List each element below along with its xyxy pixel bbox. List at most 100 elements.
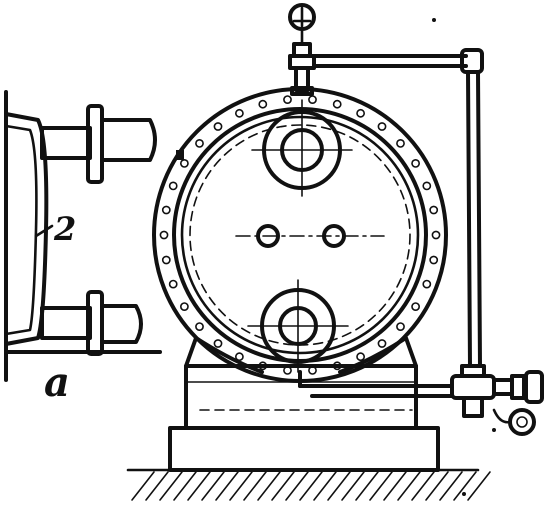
- water-gauge-piping: [298, 48, 544, 436]
- hatch-line: [257, 471, 281, 501]
- bolt-hole: [159, 230, 169, 240]
- foundation-block: [168, 426, 440, 472]
- hatch-line: [131, 471, 155, 501]
- bolt-hole: [377, 122, 387, 131]
- bolt-hole: [431, 230, 441, 240]
- drain-valve-icon: [508, 408, 536, 436]
- hatch-line: [383, 471, 407, 501]
- vessel-inner-contour: [4, 124, 38, 336]
- hatch-line: [453, 471, 477, 501]
- bolt-hole: [411, 302, 420, 311]
- dot-mark: [462, 492, 466, 496]
- hatch-line: [327, 471, 351, 501]
- cross-fitting: [450, 374, 496, 400]
- hatch-line: [187, 471, 211, 501]
- bolt-hole: [258, 99, 268, 109]
- lower-pipe-break: [100, 304, 143, 344]
- drum: [152, 87, 448, 383]
- hatch-line: [159, 471, 183, 501]
- bolt-hole: [168, 279, 178, 289]
- bolt-pitch-dashed-circle: [189, 124, 411, 346]
- upper-flange: [86, 104, 104, 184]
- bolt-hole: [283, 95, 292, 104]
- bolt-hole: [332, 99, 342, 109]
- bottom-manhole: [247, 279, 349, 373]
- hatch-line: [285, 471, 309, 501]
- drain-bend: [492, 408, 512, 424]
- bolt-hole: [396, 138, 405, 148]
- drum-shell-circle: [172, 107, 428, 363]
- bolt-hole: [396, 322, 405, 331]
- elbow-fitting: [460, 48, 484, 74]
- bolt-hole: [161, 205, 171, 215]
- bolt-hole: [356, 352, 365, 362]
- left-small-hole: [256, 224, 280, 248]
- drain-valve-center: [516, 416, 528, 428]
- lower-nozzle: [40, 290, 143, 356]
- cock-plug: [510, 374, 526, 400]
- hatch-line: [369, 471, 393, 501]
- part-leader-line: [34, 224, 54, 238]
- bolt-hole: [356, 108, 365, 118]
- bolt-hole: [234, 352, 244, 362]
- bolt-hole: [411, 158, 420, 168]
- top-valve: [288, 3, 316, 96]
- hatch-line: [215, 471, 239, 501]
- figure-letter-label: a: [44, 359, 70, 406]
- flange-bolts: [159, 95, 441, 375]
- bolt-hole: [258, 361, 268, 371]
- upper-pipe-break: [100, 118, 157, 162]
- bolt-hole: [283, 365, 292, 375]
- bolt-hole: [332, 361, 342, 371]
- flange-mark: [176, 150, 184, 160]
- hatch-line: [397, 471, 421, 501]
- bolt-hole: [234, 108, 244, 118]
- hatch-line: [341, 471, 365, 501]
- bolt-hole: [429, 205, 439, 215]
- hatch-line: [243, 471, 267, 501]
- hatch-line: [467, 471, 491, 501]
- bolt-hole: [195, 322, 204, 331]
- bolt-hole: [179, 302, 189, 311]
- dot-mark: [492, 428, 496, 432]
- cock-body: [492, 378, 514, 396]
- hatch-line: [229, 471, 253, 501]
- bolt-hole: [179, 158, 189, 168]
- lower-nozzle-neck: [40, 306, 92, 340]
- outer-flange-circle: [152, 87, 448, 383]
- valve-flange: [290, 86, 314, 96]
- upper-nozzle-neck: [40, 126, 92, 160]
- hatch-line: [425, 471, 449, 501]
- bolt-hole: [308, 95, 317, 104]
- bolt-hole: [213, 122, 223, 131]
- hatch-line: [145, 471, 169, 501]
- hatch-line: [411, 471, 435, 501]
- part-number-label: 2: [53, 210, 76, 248]
- ground: [126, 468, 491, 501]
- bolt-hole: [429, 255, 439, 265]
- right-small-hole: [322, 224, 346, 248]
- foundation: [168, 336, 440, 472]
- ground-hatching: [131, 471, 491, 501]
- vessel-section: 2 a: [4, 90, 162, 406]
- bolt-hole: [422, 279, 432, 289]
- cock-handle-icon: [524, 370, 544, 404]
- bolt-hole: [377, 339, 387, 348]
- vertical-pipe-left: [466, 70, 472, 368]
- bolt-hole: [213, 339, 223, 348]
- bolt-hole: [195, 138, 204, 148]
- hatch-line: [173, 471, 197, 501]
- hatch-line: [299, 471, 323, 501]
- lower-flange: [86, 290, 104, 356]
- inner-circle: [180, 115, 420, 355]
- cross-bottom: [462, 396, 484, 418]
- hatch-line: [271, 471, 295, 501]
- hatch-line: [313, 471, 337, 501]
- hatch-line: [439, 471, 463, 501]
- bolt-hole: [168, 181, 178, 191]
- hatch-line: [201, 471, 225, 501]
- dot-mark: [432, 18, 436, 22]
- bolt-hole: [161, 255, 171, 265]
